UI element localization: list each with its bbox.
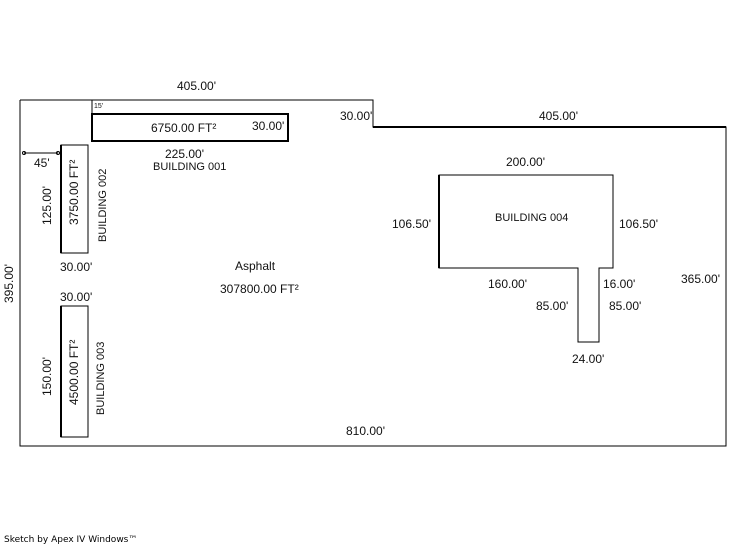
lot-material: Asphalt [235, 259, 276, 273]
building-003-area: 4500.00 FT² [67, 339, 81, 405]
building-004-stem-right-dim: 85.00' [609, 299, 642, 313]
building-003-name: BUILDING 003 [95, 341, 107, 415]
building-004-stem-left-dim: 85.00' [536, 299, 569, 313]
building-003-length: 150.00' [40, 357, 54, 396]
lot-outline [19, 99, 727, 447]
small-dim-label: 15' [94, 103, 104, 110]
lot-top-right-dim: 405.00' [539, 109, 578, 123]
lot-top-left-dim: 405.00' [177, 79, 216, 93]
building-001-area: 6750.00 FT² [151, 121, 217, 135]
setback-arrow-end [56, 151, 60, 155]
setback-dim: 45' [34, 156, 50, 170]
building-001-width: 30.00' [252, 119, 285, 133]
building-003-width: 30.00' [60, 290, 93, 304]
building-002-width: 30.00' [60, 260, 93, 274]
lot-bottom-dim: 810.00' [346, 424, 385, 438]
building-004-outline [438, 174, 614, 343]
building-001-length: 225.00' [165, 147, 204, 161]
building-004-top-dim: 200.00' [506, 155, 545, 169]
setback-arrow-start [22, 151, 26, 155]
building-001-name: BUILDING 001 [153, 161, 227, 173]
lot-left-dim: 395.00' [2, 264, 16, 303]
building-004-right-dim: 106.50' [619, 217, 658, 231]
lot-top-step-dim: 30.00' [340, 109, 373, 123]
building-001-outline [91, 113, 289, 142]
lot-right-dim: 365.00' [681, 272, 720, 286]
footer-credit: Sketch by Apex IV Windows™ [4, 535, 138, 545]
building-004-name: BUILDING 004 [495, 212, 569, 224]
building-002-name: BUILDING 002 [97, 168, 109, 242]
building-004-bottom-right-dim: 16.00' [603, 277, 636, 291]
building-004-stem-bottom-dim: 24.00' [572, 352, 605, 366]
building-002-area: 3750.00 FT² [67, 159, 81, 225]
building-002-length: 125.00' [40, 186, 54, 225]
building-004-left-dim: 106.50' [392, 217, 431, 231]
building-004-bottom-left-dim: 160.00' [488, 277, 527, 291]
lot-area: 307800.00 FT² [220, 282, 299, 296]
